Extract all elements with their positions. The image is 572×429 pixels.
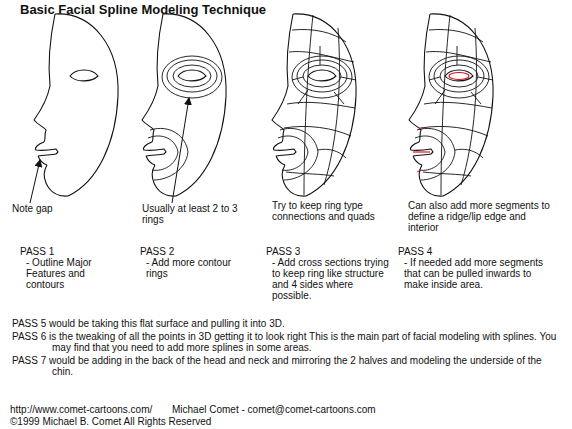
- pass-note: PASS 5 would be taking this flat surface…: [12, 318, 560, 329]
- pass-heading: PASS 3: [266, 246, 326, 257]
- pass-heading: PASS 1: [20, 246, 80, 257]
- notes-column: PASS 5 would be taking this flat surface…: [12, 318, 560, 379]
- pass-description: - Outline Major Features and contours: [26, 257, 118, 290]
- pass-description: - Add more contour rings: [146, 257, 246, 279]
- callout-note: Note gap: [12, 203, 72, 214]
- pass-heading: PASS 4: [398, 246, 458, 257]
- footer-contact: Michael Comet - comet@comet-cartoons.com: [172, 404, 412, 415]
- footer-copyright: ©1999 Michael B. Comet All Rights Reserv…: [10, 416, 270, 427]
- pass-heading: PASS 2: [140, 246, 200, 257]
- callout-note: Can also add more segments to define a r…: [408, 200, 558, 233]
- pass-description: - Add cross sections trying to keep ring…: [272, 257, 390, 301]
- footer-url: http://www.comet-cartoons.com/: [10, 404, 170, 415]
- pass-note: PASS 7 would be adding in the back of th…: [12, 355, 560, 377]
- callout-note: Usually at least 2 to 3 rings: [142, 203, 262, 225]
- diagram-title: Basic Facial Spline Modeling Technique: [20, 2, 266, 17]
- pass-note: PASS 6 is the tweaking of all the points…: [12, 331, 560, 353]
- pass-description: - If needed add more segments that can b…: [404, 257, 554, 290]
- callout-note: Try to keep ring type connections and qu…: [272, 200, 400, 222]
